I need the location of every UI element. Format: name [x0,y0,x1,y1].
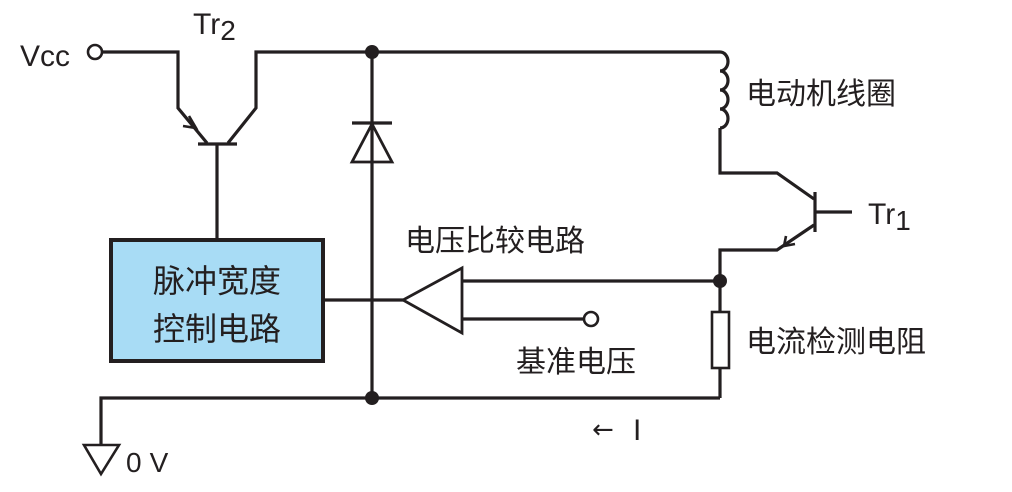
pwm-block-line1: 脉冲宽度 [153,262,281,300]
voltage-comparator-label: 电压比较电路 [405,224,585,259]
pwm-control-block [109,238,325,363]
wire-tr2-collector [226,50,372,144]
tr2-emitter-arrow [182,115,199,130]
pwm-block-line2: 控制电路 [153,310,281,348]
comparator-symbol [400,265,464,336]
tr1-emitter-arrow [782,235,796,248]
ground-icon [81,443,122,477]
vcc-terminal [86,43,104,61]
junction-bottom [365,391,379,405]
motor-coil-label: 电动机线圈 [746,77,896,112]
current-sense-resistor-label: 电流检测电阻 [746,325,926,360]
wire-vcc-to-tr2 [102,50,209,145]
current-label: I [633,414,641,447]
tr1-label: Tr1 [868,198,911,236]
tr2-label: Tr2 [193,8,236,46]
reference-voltage-terminal [582,310,600,328]
current-arrow-icon: ← [592,415,614,445]
reference-voltage-label: 基准电压 [516,345,636,380]
wire-tr1-emitter [718,223,815,281]
motor-coil-symbol [719,50,730,130]
vcc-label: Vcc [20,40,70,73]
current-sense-resistor [710,310,731,370]
wire-ground-rail [99,396,720,445]
wire-coil-to-tr1 [718,128,815,201]
